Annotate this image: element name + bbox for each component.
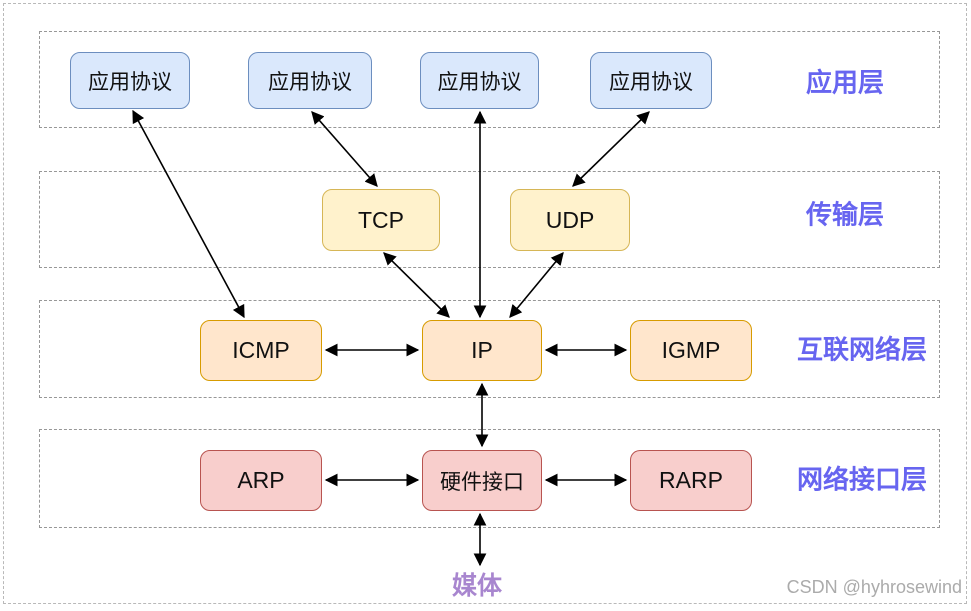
layer-box-transport <box>39 171 940 268</box>
node-udp: UDP <box>510 189 630 251</box>
layer-box-network-interface <box>39 429 940 528</box>
node-icmp: ICMP <box>200 320 322 381</box>
node-arp: ARP <box>200 450 322 511</box>
node-hardware-interface: 硬件接口 <box>422 450 542 511</box>
layer-box-internet <box>39 300 940 398</box>
layer-label-application: 应用层 <box>805 67 885 98</box>
node-rarp: RARP <box>630 450 752 511</box>
node-app-protocol-1: 应用协议 <box>70 52 190 109</box>
node-ip: IP <box>422 320 542 381</box>
node-tcp: TCP <box>322 189 440 251</box>
node-app-protocol-2: 应用协议 <box>248 52 372 109</box>
media-label: 媒体 <box>451 572 503 600</box>
layer-label-transport: 传输层 <box>805 199 885 230</box>
layer-box-application <box>39 31 940 128</box>
node-igmp: IGMP <box>630 320 752 381</box>
watermark: CSDN @hyhrosewind <box>786 577 962 597</box>
layer-label-internet: 互联网络层 <box>796 334 928 365</box>
layer-label-network-interface: 网络接口层 <box>796 464 928 495</box>
node-app-protocol-4: 应用协议 <box>590 52 712 109</box>
node-app-protocol-3: 应用协议 <box>420 52 539 109</box>
